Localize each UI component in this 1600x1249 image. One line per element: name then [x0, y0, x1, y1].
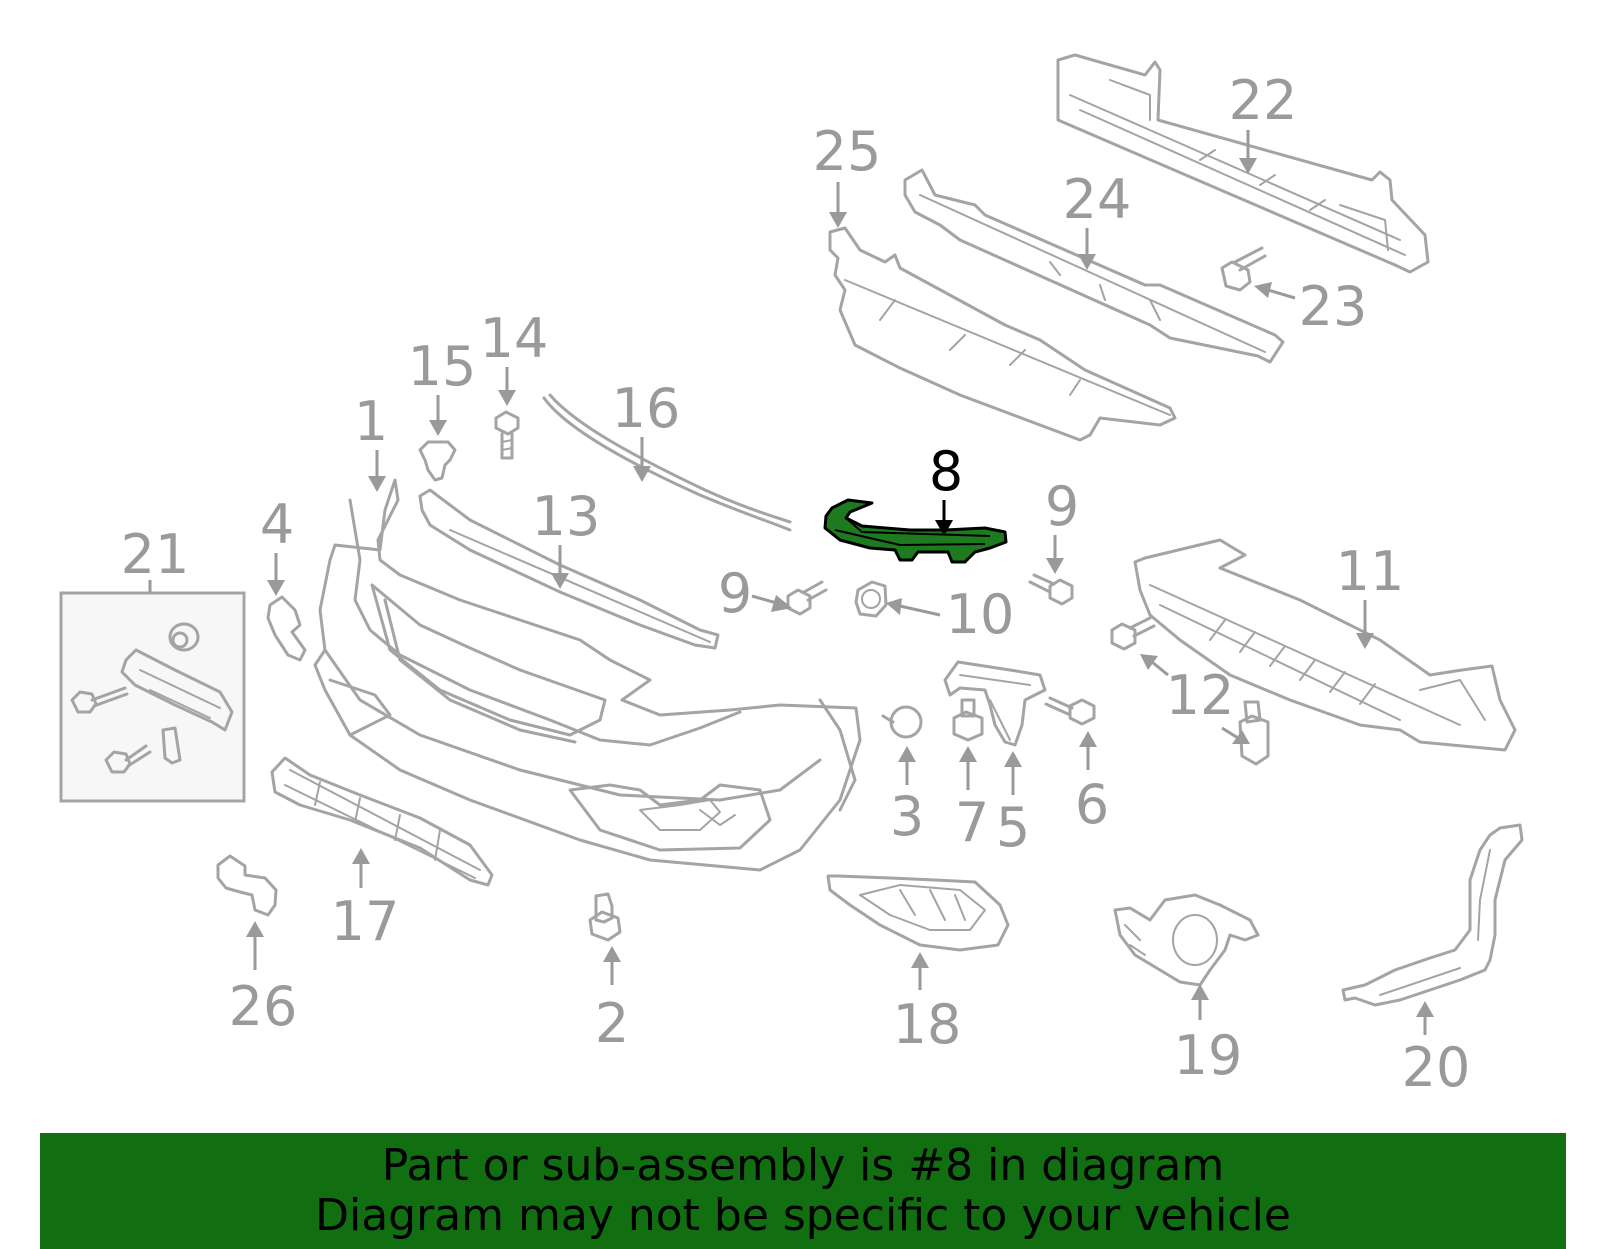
banner-line-1: Part or sub-assembly is #8 in diagram [381, 1140, 1225, 1191]
callout-label-13[interactable]: 13 [532, 485, 601, 548]
callout-label-17[interactable]: 17 [331, 890, 400, 953]
callout-label-2[interactable]: 2 [595, 992, 629, 1055]
callout-label-3[interactable]: 3 [890, 785, 924, 848]
part-24-absorber[interactable] [903, 168, 1285, 364]
part-21-kit[interactable] [59, 591, 246, 803]
part-17-lower-grille[interactable] [270, 756, 494, 887]
part-9-screw-left[interactable] [786, 580, 828, 616]
info-banner: Part or sub-assembly is #8 in diagram Di… [40, 1133, 1566, 1249]
callout-label-26[interactable]: 26 [229, 975, 298, 1038]
part-26-bracket[interactable] [216, 854, 278, 917]
callout-label-8-highlighted[interactable]: 8 [929, 440, 963, 503]
part-7-bolt[interactable] [952, 698, 984, 742]
callout-label-11[interactable]: 11 [1336, 540, 1405, 603]
callout-label-24[interactable]: 24 [1063, 168, 1132, 231]
callout-label-5[interactable]: 5 [996, 796, 1030, 859]
part-23-bolt[interactable] [1220, 246, 1267, 292]
part-4-bracket[interactable] [266, 595, 307, 662]
callout-label-9-right[interactable]: 9 [1045, 475, 1079, 538]
callout-label-12[interactable]: 12 [1166, 664, 1235, 727]
part-9-screw-right[interactable] [1028, 573, 1074, 606]
part-15-clip[interactable] [418, 440, 457, 482]
callout-label-4[interactable]: 4 [260, 493, 294, 556]
part-12-bolt[interactable] [1110, 616, 1156, 651]
part-5-bracket[interactable] [943, 660, 1047, 747]
callouts: 1 2 3 4 5 6 7 8 9 9 [121, 69, 1471, 1099]
callout-label-21[interactable]: 21 [121, 523, 190, 586]
callout-label-10[interactable]: 10 [946, 583, 1015, 646]
part-13-trim[interactable] [418, 488, 720, 650]
part-16-moulding[interactable] [542, 393, 792, 532]
part-8-bracket-highlighted[interactable] [823, 498, 1008, 564]
banner-line-2: Diagram may not be specific to your vehi… [315, 1190, 1291, 1241]
part-1-bumper-cover[interactable] [313, 478, 862, 872]
callout-label-1[interactable]: 1 [354, 390, 388, 453]
callout-label-22[interactable]: 22 [1229, 69, 1298, 132]
part-6-bolt[interactable] [1044, 696, 1096, 726]
callout-label-18[interactable]: 18 [893, 993, 962, 1056]
callout-label-14[interactable]: 14 [480, 307, 549, 370]
part-20-side-bracket[interactable] [1341, 823, 1524, 1007]
part-2-clip[interactable] [588, 892, 622, 942]
part-18-bezel[interactable] [826, 874, 1010, 952]
part-14-screw[interactable] [494, 410, 520, 460]
callout-label-25[interactable]: 25 [813, 120, 882, 183]
callout-label-7[interactable]: 7 [955, 791, 989, 854]
part-25-lower-absorber[interactable] [828, 226, 1177, 442]
callout-label-6[interactable]: 6 [1075, 773, 1109, 836]
callout-label-19[interactable]: 19 [1174, 1024, 1243, 1087]
part-3-grommet[interactable] [881, 705, 923, 739]
part-12-bolt-lower[interactable] [1238, 700, 1270, 766]
callout-label-23[interactable]: 23 [1299, 275, 1368, 338]
part-22-reinforcement[interactable] [1056, 53, 1430, 274]
callout-label-15[interactable]: 15 [408, 335, 477, 398]
part-19-fog-light[interactable] [1113, 893, 1260, 987]
callout-label-9-left[interactable]: 9 [718, 562, 752, 625]
callout-label-16[interactable]: 16 [612, 377, 681, 440]
part-10-clip[interactable] [854, 580, 888, 618]
part-11-splash-shield[interactable] [1133, 538, 1517, 752]
callout-label-20[interactable]: 20 [1402, 1036, 1471, 1099]
